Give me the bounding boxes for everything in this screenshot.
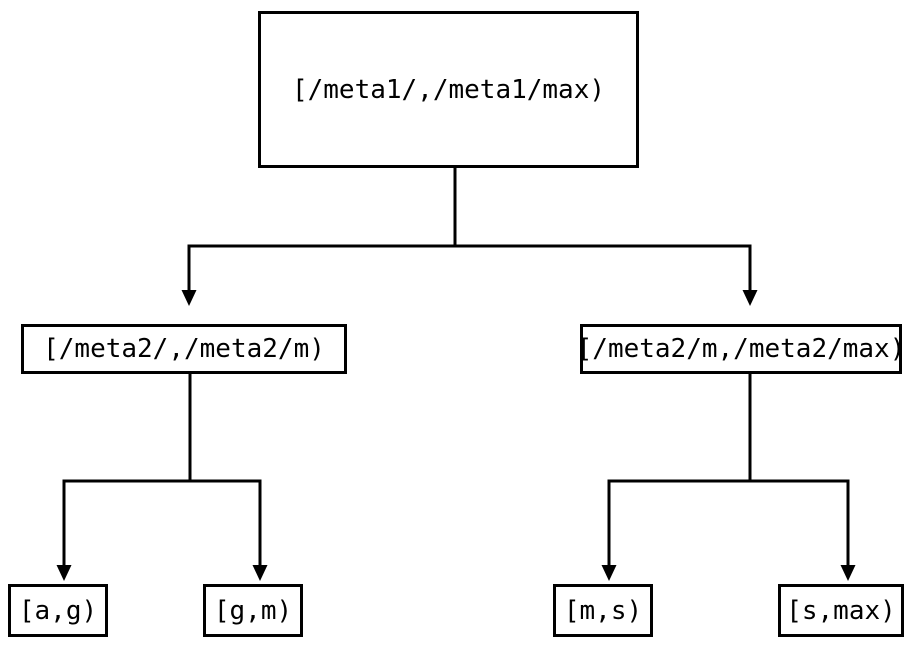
node-leaf-ag[interactable]: [a,g) [8, 584, 108, 637]
edge-mid-right-to-leaf-smax [748, 374, 856, 581]
node-leaf-gm-label: [g,m) [213, 595, 293, 626]
node-mid-left[interactable]: [/meta2/,/meta2/m) [21, 324, 347, 374]
arrowhead-icon [181, 290, 197, 306]
arrowhead-icon [252, 565, 268, 581]
node-leaf-ms-label: [m,s) [563, 595, 643, 626]
node-mid-right[interactable]: [/meta2/m,/meta2/max) [577, 324, 905, 374]
edge-mid-left-to-leaf-ag [56, 374, 192, 581]
arrowhead-icon [840, 565, 856, 581]
arrowhead-icon [56, 565, 72, 581]
edge-root-to-mid-right [453, 168, 758, 306]
node-mid-right-label: [/meta2/m,/meta2/max) [576, 334, 906, 364]
node-root[interactable]: [/meta1/,/meta1/max) [258, 11, 639, 168]
node-leaf-smax[interactable]: [s,max) [778, 584, 904, 637]
node-leaf-smax-label: [s,max) [786, 595, 896, 626]
edge-mid-left-to-leaf-gm [188, 374, 268, 581]
edge-line [187, 168, 457, 290]
arrowhead-icon [742, 290, 758, 306]
edge-line [188, 374, 262, 565]
node-mid-left-label: [/meta2/,/meta2/m) [43, 334, 325, 364]
node-leaf-gm[interactable]: [g,m) [203, 584, 303, 637]
node-leaf-ag-label: [a,g) [18, 595, 98, 626]
edge-mid-right-to-leaf-ms [601, 374, 752, 581]
node-leaf-ms[interactable]: [m,s) [553, 584, 653, 637]
arrowhead-icon [601, 565, 617, 581]
edge-line [62, 374, 192, 565]
edge-line [607, 374, 752, 565]
edge-line [453, 168, 752, 290]
edge-root-to-mid-left [181, 168, 457, 306]
edge-line [748, 374, 850, 565]
node-root-label: [/meta1/,/meta1/max) [291, 74, 606, 105]
